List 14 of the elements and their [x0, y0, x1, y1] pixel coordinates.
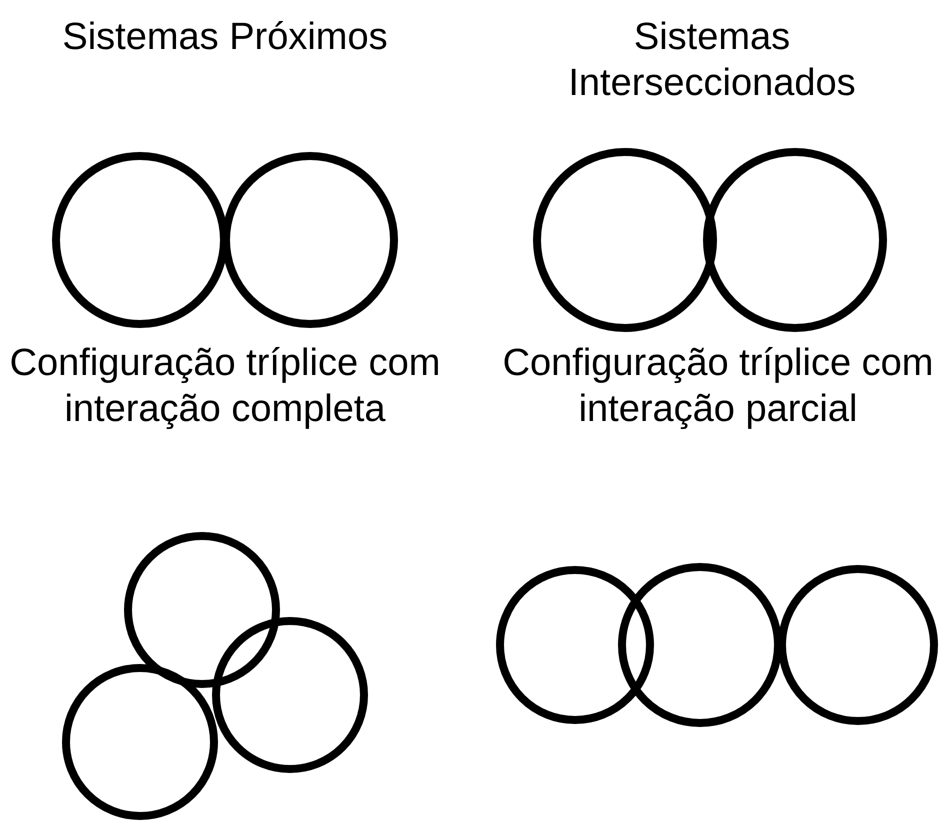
circle-outline: [222, 152, 398, 328]
circle-outline: [778, 565, 938, 725]
circle-outline: [618, 563, 782, 727]
circle-outline: [62, 664, 218, 820]
panel-heading: Configuração tríplice com interação completa: [8, 341, 442, 432]
circle-outline: [533, 148, 717, 332]
circle-outline: [124, 532, 280, 688]
circle-outline: [703, 148, 887, 332]
circle-outline: [496, 566, 654, 724]
circle-outline: [212, 617, 368, 773]
panel-heading: Configuração tríplice com interação parcial: [502, 341, 934, 432]
panel-heading: Sistemas Próximos: [61, 15, 389, 60]
circle-outline: [52, 152, 228, 328]
panel-heading: Sistemas Interseccionados: [567, 15, 857, 106]
